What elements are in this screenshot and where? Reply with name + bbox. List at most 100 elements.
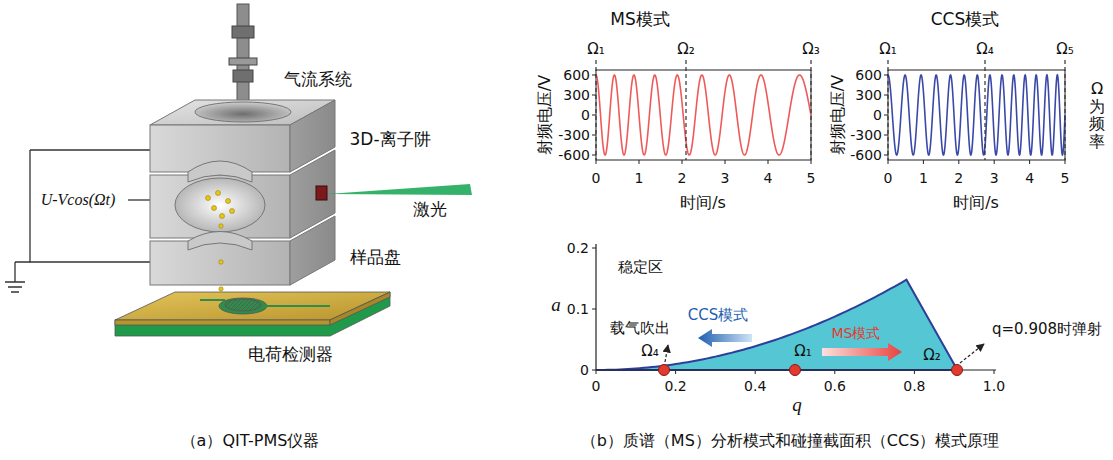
axis-title: a [551, 294, 561, 316]
ion-trap [150, 100, 335, 285]
chart-frame [596, 70, 811, 160]
note: q=0.908时弹射 [992, 321, 1102, 338]
operating-point [952, 365, 963, 376]
rf-wave [888, 75, 1065, 155]
tick-label: 5 [1061, 170, 1070, 186]
charge-detector [200, 300, 330, 306]
axis-tick [725, 160, 726, 164]
tick-label: 0.2 [664, 378, 686, 394]
part-label: 电荷检测器 [248, 345, 333, 365]
caption: （b）质谱（MS）分析模式和碰撞截面积（CCS）模式原理 [581, 432, 1000, 450]
tick-label: 0 [884, 170, 893, 186]
chart-title: MS模式 [610, 10, 669, 30]
tick-label: 4 [1025, 170, 1034, 186]
laser-beam [327, 184, 472, 195]
frequency-label: Ω₅ [1056, 41, 1073, 58]
particle [230, 209, 235, 214]
axis [596, 244, 996, 370]
operating-point [659, 365, 963, 376]
ion-trap [290, 216, 335, 285]
rf-wave [596, 75, 811, 155]
tick-label: -600 [558, 147, 590, 163]
axis-title: 射频电压/V [829, 75, 847, 155]
axis-tick [888, 160, 889, 164]
frequency-marker [888, 60, 1065, 160]
axis-tick [994, 160, 995, 164]
tick-label: 600 [855, 67, 882, 83]
chart-title: CCS模式 [931, 10, 1000, 30]
tick-label: -600 [850, 147, 882, 163]
mode-arrow [822, 343, 902, 361]
axis-tick [592, 135, 596, 136]
tick-label: 300 [563, 87, 590, 103]
gas-line [229, 58, 257, 65]
tick-label: -300 [558, 127, 590, 143]
frequency-label: Ω₁ [879, 41, 896, 58]
axis-tick [884, 135, 888, 136]
ion-trap [316, 186, 327, 200]
gas-line [237, 4, 249, 110]
tick-label: 1 [919, 170, 928, 186]
tick-label: 300 [855, 87, 882, 103]
gas-line [229, 4, 257, 110]
particle [216, 191, 221, 196]
part-label: 3D-离子阱 [349, 130, 430, 150]
axis-tick [639, 160, 640, 164]
tick-label: 4 [764, 170, 773, 186]
wire [15, 262, 30, 282]
frequency-marker [596, 60, 811, 160]
axis-tick [768, 160, 769, 164]
axis-tick [884, 75, 888, 76]
particle [219, 224, 223, 228]
charge-detector [330, 292, 390, 325]
charge-detector [225, 299, 261, 311]
charge-detector [115, 292, 390, 336]
particle [219, 287, 223, 291]
axis-title: 时间/s [680, 194, 726, 212]
tick-label: 2 [954, 170, 963, 186]
frequency-label: Ω₂ [677, 41, 694, 58]
wire [30, 150, 150, 262]
signal-label: U-Vcos(Ωt) [39, 191, 118, 209]
axis-tick [592, 95, 596, 96]
axis-tick [923, 160, 924, 164]
mode-arrow [698, 329, 752, 347]
particle [219, 260, 223, 264]
point-label: Ω₄ [641, 343, 658, 360]
axis-tick [592, 155, 596, 156]
particle [220, 214, 225, 219]
mode-label: CCS模式 [688, 307, 748, 324]
wire [30, 149, 150, 150]
note: Ω为频率 [1089, 80, 1105, 150]
ion-trap [150, 241, 290, 285]
ion-trap [175, 178, 265, 232]
charge-detector [115, 320, 330, 325]
axis-title: 射频电压/V [536, 75, 554, 155]
tick-label: 0 [873, 107, 882, 123]
tick-label: 0.2 [567, 240, 589, 256]
axis-tick [592, 115, 596, 116]
tick-label: 1 [635, 170, 644, 186]
tick-label: 0.4 [744, 378, 766, 394]
axis-tick [884, 95, 888, 96]
axis [596, 244, 996, 370]
operating-point [790, 365, 801, 376]
charge-detector [115, 292, 390, 336]
chart-frame [596, 70, 1065, 160]
tick-label: 3 [721, 170, 730, 186]
tick-label: -300 [850, 127, 882, 143]
tick-label: 1.0 [983, 378, 1005, 394]
tick-label: 600 [563, 67, 590, 83]
frequency-label: Ω₄ [976, 41, 993, 58]
axis-tick [884, 115, 888, 116]
axis-title: q [792, 394, 802, 416]
mode-label: MS模式 [832, 325, 881, 341]
part-label: 气流系统 [284, 70, 352, 90]
point-label: Ω₂ [923, 347, 940, 364]
stability-region [596, 280, 957, 370]
tick-label: 0.1 [567, 301, 589, 317]
rf-wave [596, 75, 1065, 155]
tick-label: 0 [592, 170, 601, 186]
axis-tick [884, 155, 888, 156]
